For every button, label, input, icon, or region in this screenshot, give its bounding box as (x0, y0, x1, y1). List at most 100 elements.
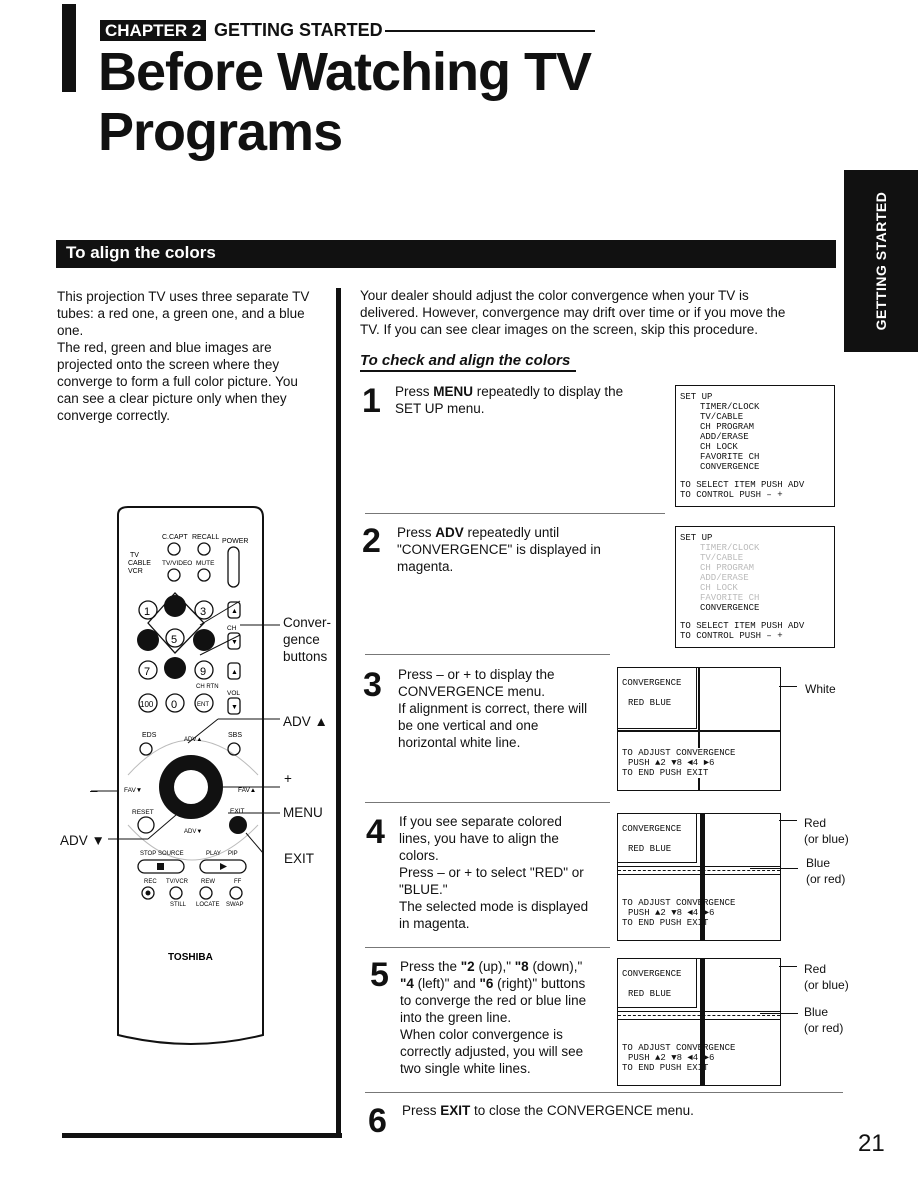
step-line: Press MENU repeatedly to display the (395, 384, 624, 399)
step-line: Press – or + to display the (398, 667, 555, 682)
num-6-button[interactable] (193, 629, 215, 651)
tv-label: TV (130, 552, 139, 559)
source-label: SOURCE (158, 851, 184, 857)
exit-button[interactable] (229, 816, 247, 834)
step-line: be one vertical and one (398, 718, 539, 733)
left-para2-line: projected onto the screen where they (57, 357, 280, 372)
menu-item: ADD/ERASE (700, 432, 749, 442)
num-3-button[interactable] (194, 600, 214, 620)
step-line: If alignment is correct, there will (398, 701, 588, 716)
conv-title: CONVERGENCE (622, 678, 682, 688)
step-number: 6 (368, 1102, 387, 1140)
step-5-text: Press the "2 (up)," "8 (down)," "4 (left… (400, 958, 615, 1077)
intro-line: TV. If you can see clear images on the s… (360, 322, 758, 337)
chapter-title: GETTING STARTED (214, 20, 383, 40)
fav-up-label: FAV▲ (238, 787, 256, 794)
step-1-text: Press MENU repeatedly to display the SET… (395, 383, 655, 417)
conv-adjust: PUSH ▲2 ▼8 ◄4 ►6 (628, 1053, 715, 1063)
num-4-button[interactable] (137, 629, 159, 651)
step-line: in magenta. (399, 916, 470, 931)
eds-button[interactable] (139, 742, 153, 756)
num-7-button[interactable] (138, 660, 158, 680)
left-para2-line: The red, green and blue images are (57, 340, 272, 355)
reset-button[interactable] (137, 816, 155, 834)
setup-menu-screen-2: SET UP TIMER/CLOCK TV/CABLE CH PROGRAM A… (675, 526, 835, 648)
column-divider (336, 288, 341, 1138)
step-line: two single white lines. (400, 1061, 531, 1076)
pip-label: PIP (228, 851, 238, 857)
adv-up-small-label: ADV▲ (184, 737, 202, 743)
num-100-button[interactable] (138, 693, 158, 713)
swap-label: SWAP (226, 902, 243, 908)
step-line: If you see separate colored (399, 814, 562, 829)
num-8-button[interactable] (164, 657, 186, 679)
menu-item: TV/CABLE (700, 553, 744, 563)
ff-button[interactable] (229, 886, 243, 900)
num-9-button[interactable] (194, 660, 214, 680)
step-number: 4 (366, 813, 385, 851)
page-title-line1: Before Watching TV (98, 42, 592, 102)
page-number: 21 (858, 1130, 885, 1157)
or-blue-callout: (or blue) (804, 832, 849, 846)
ccapt-label: C.CAPT (162, 534, 188, 541)
white-callout: White (805, 682, 836, 696)
chapter-badge: CHAPTER 2 (100, 20, 207, 41)
step-line: magenta. (397, 559, 454, 574)
locate-label: LOCATE (196, 902, 220, 908)
red-callout: Red (804, 816, 827, 830)
vol-up-button[interactable] (227, 662, 241, 680)
ccapt-button[interactable] (167, 542, 181, 556)
conv-adjust: TO ADJUST CONVERGENCE (622, 898, 736, 908)
recall-button[interactable] (197, 542, 211, 556)
step-number: 3 (363, 666, 382, 704)
menu-label: MENU (283, 805, 323, 820)
num-0-button[interactable] (165, 693, 185, 713)
step-separator (365, 654, 610, 655)
conv-adjust: TO ADJUST CONVERGENCE (622, 748, 736, 758)
exit-label: EXIT (284, 851, 315, 866)
menu-item: ADD/ERASE (700, 573, 749, 583)
num-1-button[interactable] (138, 600, 158, 620)
misaligned-horizontal-lines (618, 870, 780, 872)
ent-button[interactable] (194, 693, 214, 713)
left-para1-line: tubes: a red one, a green one, and a blu… (57, 306, 305, 321)
tvvcr-button[interactable] (169, 886, 183, 900)
step-line: "BLUE." (399, 882, 448, 897)
stop-button[interactable] (137, 859, 185, 874)
conv-adjust: PUSH ▲2 ▼8 ◄4 ►6 (628, 758, 715, 768)
num-7-label: 7 (144, 666, 150, 678)
ch-up-button[interactable] (227, 601, 241, 619)
left-para2-line: converge to form a full color picture. Y… (57, 374, 298, 389)
red-callout: Red (804, 962, 827, 976)
tvvideo-button[interactable] (167, 568, 181, 582)
page-title-line2: Programs (98, 102, 343, 162)
ff-label: FF (234, 879, 242, 885)
conv-adjust: TO END PUSH EXIT (622, 1063, 709, 1073)
step-separator (365, 947, 610, 948)
num-5-button[interactable] (165, 628, 185, 648)
power-button[interactable] (227, 546, 240, 588)
menu-footer: TO SELECT ITEM PUSH ADV (680, 480, 805, 490)
bottom-rule (62, 1133, 342, 1138)
vcr-label: VCR (128, 568, 143, 575)
play-button[interactable] (199, 859, 247, 874)
menu-item: CONVERGENCE (700, 462, 760, 472)
menu-item: CH PROGRAM (700, 563, 755, 573)
menu-item: FAVORITE CH (700, 452, 760, 462)
blue-callout: Blue (804, 1005, 829, 1019)
step-3-text: Press – or + to display the CONVERGENCE … (398, 666, 613, 751)
menu-title: SET UP (680, 392, 713, 402)
convergence-screen-1: CONVERGENCE RED BLUE TO ADJUST CONVERGEN… (617, 667, 781, 791)
menu-footer: TO CONTROL PUSH – + (680, 631, 783, 641)
conver-text: Conver- (283, 615, 332, 630)
mute-button[interactable] (197, 568, 211, 582)
section-band: To align the colors (56, 240, 836, 268)
adv-down-small-label: ADV▼ (184, 829, 202, 835)
rec-button[interactable] (141, 886, 155, 900)
chrtn-label: CH RTN (196, 684, 219, 690)
chapter-marker-bar (62, 4, 76, 92)
num-2-button[interactable] (164, 595, 186, 617)
rew-button[interactable] (199, 886, 213, 900)
vol-down-button[interactable] (227, 697, 241, 715)
sbs-button[interactable] (227, 742, 241, 756)
